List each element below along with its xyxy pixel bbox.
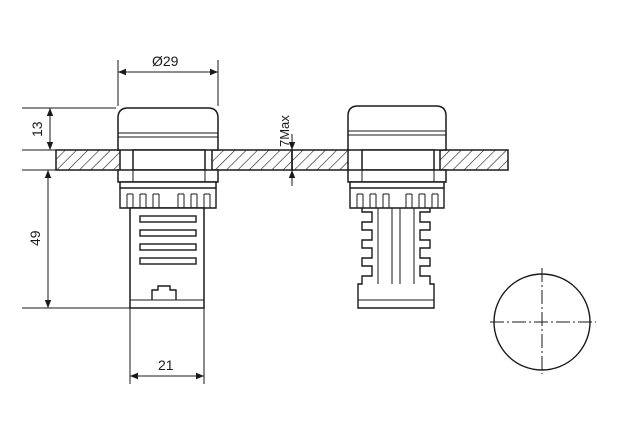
dimension-diameter-top-label: Ø29	[152, 53, 179, 69]
panel-right	[291, 149, 509, 171]
dimension-width-base: 21	[129, 308, 205, 384]
body-left	[129, 207, 205, 309]
dimension-height-top: 13	[22, 107, 116, 151]
fluted-ring-left	[119, 181, 217, 209]
nut-right	[361, 149, 435, 171]
dimension-width-base-label: 21	[158, 357, 174, 373]
fluted-ring-right	[349, 181, 445, 209]
right-view	[291, 105, 509, 309]
dimension-diameter-top: Ø29	[117, 53, 219, 106]
cap-left	[117, 107, 219, 151]
nut-left	[119, 149, 213, 171]
collar-right	[347, 169, 447, 183]
cap-right	[347, 105, 447, 151]
dimension-height-body-label: 49	[27, 230, 43, 246]
dimension-height-top-label: 13	[29, 121, 45, 137]
left-view	[55, 107, 293, 309]
dimension-panel-max: 7Max	[277, 115, 296, 186]
front-circle-view	[490, 268, 596, 374]
dimension-height-body: 49	[22, 169, 130, 309]
body-right	[357, 208, 435, 309]
dimension-panel-max-label: 7Max	[277, 115, 292, 147]
collar-left	[117, 169, 219, 183]
